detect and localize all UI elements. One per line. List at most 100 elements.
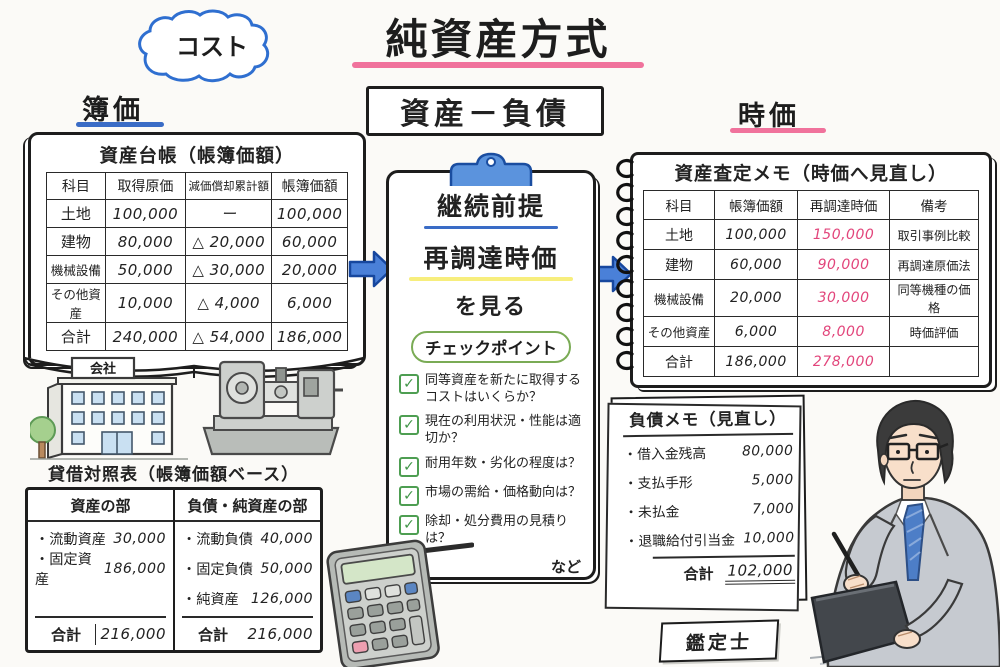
item-value: 186,000 xyxy=(103,560,166,577)
item-value: 30,000 xyxy=(113,530,166,547)
company-building-illustration: 会社 xyxy=(30,356,188,460)
cell: 240,000 xyxy=(104,322,187,351)
checklist-item-text: 除却・処分費用の見積りは？ xyxy=(425,514,569,547)
checklist-item: ✓ 現在の利用状況・性能は適切か？ xyxy=(399,414,583,448)
item-label: ・固定負債 xyxy=(182,561,253,578)
liabilities-total-row: 合計 216,000 xyxy=(182,616,313,650)
col-header: 取得原価 xyxy=(104,172,187,200)
pen-icon xyxy=(831,531,865,585)
item-value: 5,000 xyxy=(751,471,794,488)
col-header: 再調達時価 xyxy=(797,190,891,220)
balance-sheet-table: 資産の部 ・流動資産 30,000 ・固定資産 186,000 合計 216,0… xyxy=(25,487,323,653)
memo-row: ・未払金 7,000 xyxy=(624,495,794,524)
cell: 100,000 xyxy=(713,219,799,250)
cell: 土地 xyxy=(643,219,715,250)
cell: その他資産 xyxy=(643,316,715,347)
bs-row: ・流動負債 40,000 xyxy=(182,525,313,552)
memo-row: ・退職給付引当金 10,000 xyxy=(624,524,794,553)
book-value-label: 簿価 xyxy=(82,95,144,126)
cell: 60,000 xyxy=(271,227,348,256)
checkpoint-badge: チェックポイント xyxy=(411,330,571,363)
checklist-item-text: 同等資産を新たに取得するコストはいくらか？ xyxy=(425,372,582,405)
book-value-underline xyxy=(76,122,164,127)
item-label: ・流動資産 xyxy=(35,531,106,548)
col-header: 帳簿価額 xyxy=(713,190,799,220)
checkbox-checked-icon: ✓ xyxy=(399,373,419,394)
checklist-item: ✓ 除却・処分費用の見積りは？ xyxy=(399,514,583,548)
cell: 186,000 xyxy=(271,322,348,351)
checkbox-checked-icon: ✓ xyxy=(399,415,419,436)
col-header: 備考 xyxy=(889,190,979,220)
item-label: ・未払金 xyxy=(624,503,680,521)
cell: △ 20,000 xyxy=(185,227,273,256)
col-header: 科目 xyxy=(643,190,715,220)
item-label: ・固定資産 xyxy=(35,551,92,588)
col-header: 科目 xyxy=(46,172,106,200)
going-concern-heading: 継続前提 xyxy=(436,192,545,221)
item-value: 80,000 xyxy=(741,442,794,460)
item-label: ・純資産 xyxy=(182,591,239,608)
item-value: 50,000 xyxy=(260,560,313,577)
total-label: 合計 xyxy=(35,623,97,645)
assets-section: 資産の部 ・流動資産 30,000 ・固定資産 186,000 合計 216,0… xyxy=(28,490,175,650)
cell: その他資産 xyxy=(46,283,106,323)
table-header-row: 科目 帳簿価額 再調達時価 備考 xyxy=(643,190,979,220)
cell: 6,000 xyxy=(713,316,799,347)
table-row: その他資産 10,000 △ 4,000 6,000 xyxy=(46,283,348,323)
cell: 20,000 xyxy=(271,255,348,284)
balance-sheet-title: 貸借対照表（帳簿価額ベース） xyxy=(48,465,300,485)
memo-row: ・支払手形 5,000 xyxy=(624,466,794,495)
item-label: ・流動負債 xyxy=(182,531,253,548)
cell: 機械設備 xyxy=(46,255,106,284)
checklist-item-text: 耐用年数・劣化の程度は？ xyxy=(425,456,582,472)
formula-box: 資産－負債 xyxy=(366,86,604,136)
cell: △ 54,000 xyxy=(185,322,273,351)
liability-memo-card: 負債メモ（見直し） ・借入金残高 80,000 ・支払手形 5,000 ・未払金… xyxy=(610,394,808,604)
bs-row: ・流動資産 30,000 xyxy=(35,525,166,552)
cell: 80,000 xyxy=(104,227,187,256)
cell: 150,000 xyxy=(797,219,891,250)
checkpoint-clipboard: 継続前提 再調達時価 を見る チェックポイント ✓ 同等資産を新たに取得するコス… xyxy=(386,170,596,580)
cost-bubble-label: コスト xyxy=(176,33,248,61)
table-row: 建物 60,000 90,000 再調達原価法 xyxy=(643,249,979,280)
item-label: ・支払手形 xyxy=(623,474,693,492)
memo-row: ・借入金残高 80,000 xyxy=(623,437,793,466)
checklist-item: ✓ 耐用年数・劣化の程度は？ xyxy=(399,456,583,478)
checklist-item-text: 現在の利用状況・性能は適切か？ xyxy=(425,414,582,447)
cell: 再調達原価法 xyxy=(889,249,979,280)
cell: 60,000 xyxy=(713,249,799,280)
table-row: 機械設備 50,000 △ 30,000 20,000 xyxy=(46,255,348,284)
appraisal-memo-table: 科目 帳簿価額 再調達時価 備考 土地 100,000 150,000 取引事例… xyxy=(643,190,979,377)
calculator-illustration xyxy=(326,539,474,667)
item-label: ・借入金残高 xyxy=(623,445,707,463)
cell: △ 4,000 xyxy=(185,283,273,323)
cell: 186,000 xyxy=(713,346,799,377)
item-value: 126,000 xyxy=(250,590,313,607)
assets-header: 資産の部 xyxy=(28,490,173,522)
checklist-item-text: 市場の需給・価格動向は？ xyxy=(425,485,582,501)
cell: 8,000 xyxy=(797,316,891,347)
machine-illustration xyxy=(202,360,343,456)
cell: 278,000 xyxy=(797,346,891,377)
table-row: 機械設備 20,000 30,000 同等機種の価格 xyxy=(643,279,979,317)
appraiser-name-tent: 鑑定士 xyxy=(658,619,780,663)
liability-memo-title: 負債メモ（見直し） xyxy=(622,404,794,438)
total-rule xyxy=(652,554,795,559)
table-row: その他資産 6,000 8,000 時価評価 xyxy=(643,316,979,347)
checklist-item: ✓ 市場の需給・価格動向は？ xyxy=(399,485,583,507)
cell: 6,000 xyxy=(271,283,348,323)
page-title: 純資産方式 xyxy=(385,15,611,64)
bs-row: ・固定負債 50,000 xyxy=(182,555,313,582)
cell: 土地 xyxy=(46,199,106,228)
clipboard-clip-icon xyxy=(449,152,533,186)
asset-ledger-book: 資産台帳（帳簿価額） 科目 取得原価 減価償却累計額 帳簿価額 土地 100,0… xyxy=(28,132,366,366)
table-row: 土地 100,000 ー 100,000 xyxy=(46,199,348,228)
market-value-label: 時価 xyxy=(738,101,800,132)
col-header: 帳簿価額 xyxy=(271,172,348,200)
arrow-right-icon xyxy=(348,250,394,288)
appraisal-memo-title: 資産査定メモ（時価へ見直し） xyxy=(674,164,948,185)
liability-total-row: 合計 102,000 xyxy=(625,560,796,586)
total-value: 102,000 xyxy=(725,560,796,585)
yellow-highlight xyxy=(409,276,573,281)
table-row: 土地 100,000 150,000 取引事例比較 xyxy=(643,219,979,250)
